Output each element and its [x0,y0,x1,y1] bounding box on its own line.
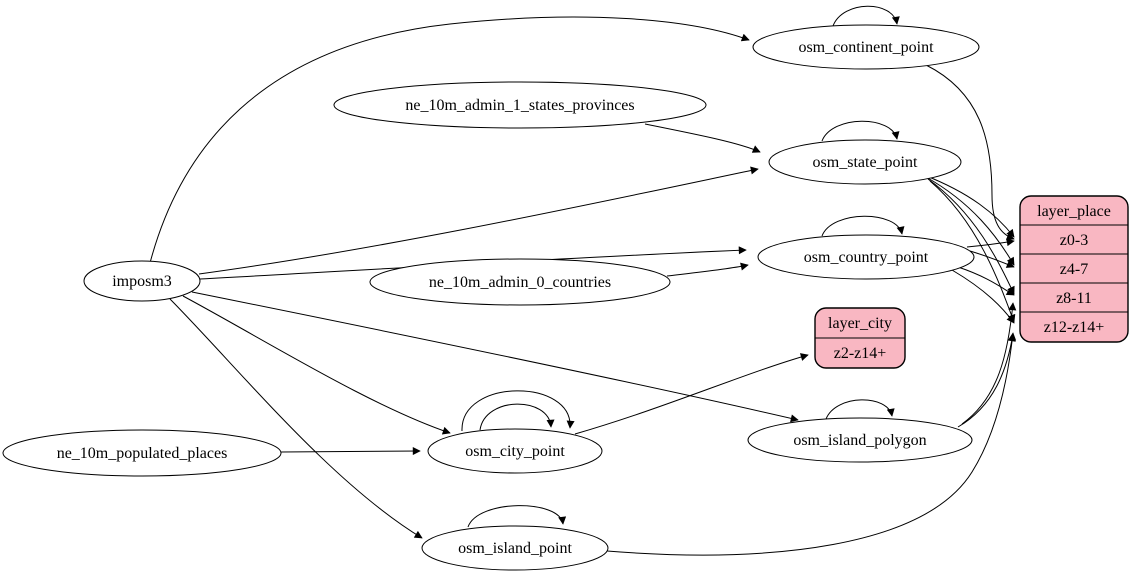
node-osm_island_point: osm_island_point [421,525,609,571]
layer_city-row-z2-z14: z2-z14+ [834,345,887,362]
edge-osm_state_point-z4-7 [925,176,1015,266]
edge-osm_country_point-z12-z14 [951,269,1015,324]
imposm3-label: imposm3 [112,273,172,290]
edges [149,5,1017,556]
ne_10m_admin_0_countries-label: ne_10m_admin_0_countries [429,274,611,291]
osm_country_point-label: osm_country_point [804,249,929,266]
edge-imposm3-osm_island_polygon [191,291,799,423]
ne_10m_populated_places-label: ne_10m_populated_places [57,445,228,462]
edge-ne_10m_populated_places-osm_city_point [280,447,421,456]
layer_city-title: layer_city [828,315,892,332]
edge-osm_island_point-z12-z14 [606,332,1017,556]
layer_place-row-z12-z14: z12-z14+ [1044,319,1105,336]
edge-osm_continent_point-z0-3 [925,64,1015,241]
osm_island_polygon-label: osm_island_polygon [793,432,926,449]
edge-osm_city_point-layer_city-z2 [574,353,809,435]
node-osm_state_point: osm_state_point [768,139,962,185]
node-layer_place: layer_place z0-3 z4-7 z8-11 z12-z14+ [1019,195,1129,343]
osm_country_point-shape [757,234,975,280]
osm_state_point-label: osm_state_point [813,154,918,171]
edge-osm_island_polygon-z12-z14 [957,333,1016,428]
ne_10m_admin_0_countries-shape [369,258,671,306]
selfloop-osm_continent_point [832,5,900,27]
node-layer_city: layer_city z2-z14+ [814,307,906,369]
node-osm_country_point: osm_country_point [757,234,975,280]
edge-ne_10m_admin_1_states_provinces-osm_state_point [644,123,761,153]
osm_island_point-shape [421,525,609,571]
edge-osm_country_point-z8-11 [957,266,1015,296]
node-ne_10m_admin_1_states_provinces: ne_10m_admin_1_states_provinces [333,81,707,129]
edge-osm_island_polygon-z8-11 [961,302,1017,425]
osm_island_polygon-shape [747,417,973,463]
edge-imposm3-osm_city_point [182,295,451,435]
osm_continent_point-label: osm_continent_point [798,39,934,56]
layer_place-shape [1019,195,1129,343]
ne_10m_admin_1_states_provinces-shape [333,81,707,129]
edge-ne_10m_admin_0_countries-osm_country_point [666,262,749,277]
edge-osm_state_point-z0-3 [923,174,1015,238]
edge-osm_state_point-z8-11 [927,178,1015,295]
node-osm_island_polygon: osm_island_polygon [747,417,973,463]
layer_place-row-z0-3: z0-3 [1060,232,1088,249]
node-imposm3: imposm3 [83,260,201,302]
edge-imposm3-osm_continent_point [149,16,750,264]
imposm3-shape [83,260,201,302]
node-ne_10m_admin_0_countries: ne_10m_admin_0_countries [369,258,671,306]
selfloop-osm_city_point-inner [479,403,555,431]
osm_island_point-label: osm_island_point [458,540,572,557]
selfloop-osm_country_point [821,215,905,237]
edge-imposm3-osm_state_point [198,166,759,275]
node-osm_continent_point: osm_continent_point [752,24,980,70]
ne_10m_populated_places-shape [2,429,282,477]
selfloop-osm_state_point [821,120,900,142]
osm_city_point-label: osm_city_point [465,443,565,460]
node-ne_10m_populated_places: ne_10m_populated_places [2,429,282,477]
layer_place-row-z4-7: z4-7 [1060,261,1088,278]
osm_city_point-shape [427,428,603,474]
node-osm_city_point: osm_city_point [427,428,603,474]
edge-osm_country_point-z4-7 [969,250,1015,268]
selfloop-osm_city_point-outer [461,390,575,432]
selfloop-osm_island_point [467,505,567,528]
layer_place-row-z8-11: z8-11 [1056,290,1092,307]
osm_state_point-shape [768,139,962,185]
osm_continent_point-shape [752,24,980,70]
selfloop-osm_island_polygon [825,399,895,420]
edge-imposm3-osm_island_point [169,298,423,539]
edge-osm_country_point-z0-3 [966,238,1015,248]
layer_place-title: layer_place [1037,203,1111,220]
ne_10m_admin_1_states_provinces-label: ne_10m_admin_1_states_provinces [405,97,634,114]
